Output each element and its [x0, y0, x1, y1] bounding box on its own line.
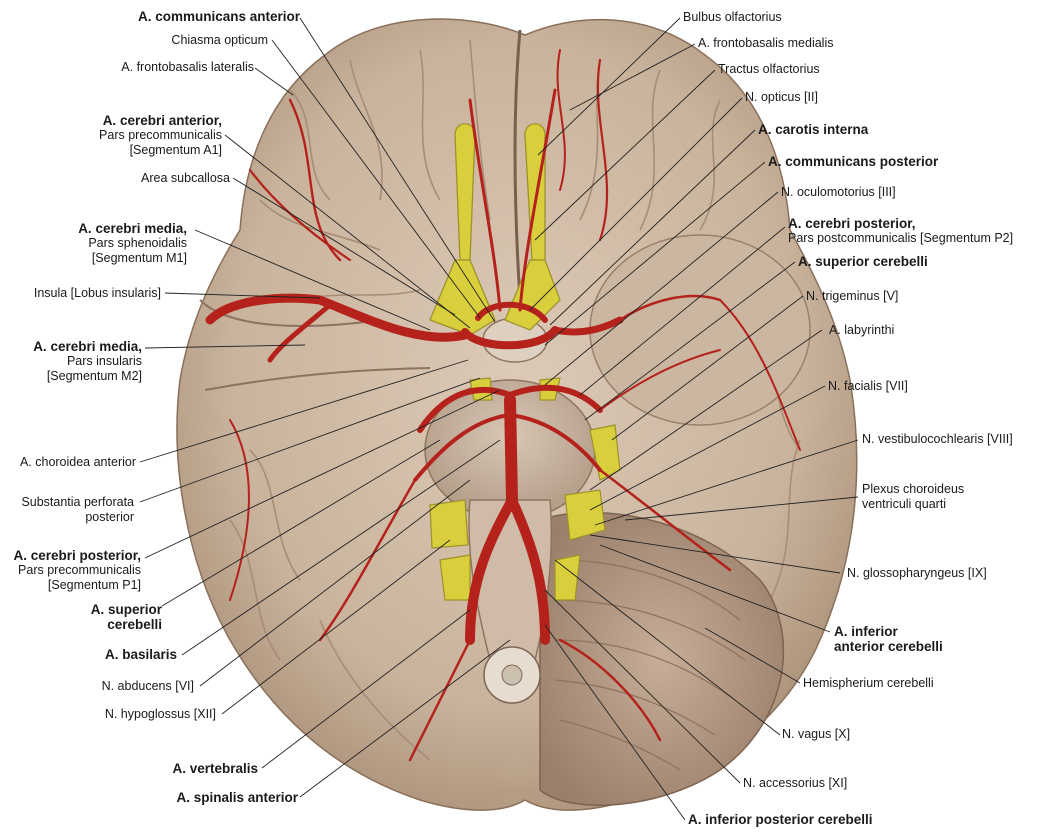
label-a-frontobasalis-lateralis: A. frontobasalis lateralis [121, 60, 254, 74]
longitudinal-fissure [513, 29, 522, 301]
label-substantia-perforata: Substantia perforata posterior [21, 495, 134, 524]
label-n-facialis: N. facialis [VII] [828, 379, 908, 393]
label-a-inferior-posterior-cerebelli: A. inferior posterior cerebelli [688, 812, 873, 827]
label-a-superior-cerebelli-right: A. superior cerebelli [798, 254, 928, 269]
arterial-network [205, 49, 801, 762]
label-n-hypoglossus: N. hypoglossus [XII] [104, 707, 216, 721]
label-a-communicans-posterior: A. communicans posterior [768, 154, 939, 169]
olfactory-tracts [429, 123, 561, 336]
label-area-subcallosa: Area subcallosa [141, 171, 230, 185]
label-a-choroidea-anterior: A. choroidea anterior [19, 455, 136, 469]
label-n-accessorius: N. accessorius [XI] [743, 776, 848, 790]
right-temporal-lobe [589, 234, 811, 426]
label-a-cerebri-media-insularis: A. cerebri media, Pars insularis [Segmen… [33, 339, 142, 383]
label-n-trigeminus: N. trigeminus [V] [806, 289, 899, 303]
label-a-inferior-anterior-cerebelli: A. inferior anterior cerebelli [834, 624, 943, 654]
label-chiasma-opticum: Chiasma opticum [171, 33, 268, 47]
cerebellar-folia [554, 559, 746, 771]
label-a-cerebri-posterior-p2: A. cerebri posterior, Pars postcommunica… [788, 216, 1014, 245]
label-a-cerebri-anterior: A. cerebri anterior, Pars precommunicali… [99, 113, 222, 157]
label-n-oculomotorius: N. oculomotorius [III] [781, 185, 896, 199]
label-a-cerebri-media-sphenoidalis: A. cerebri media, Pars sphenoidalis [Seg… [78, 221, 187, 265]
label-a-frontobasalis-medialis: A. frontobasalis medialis [698, 36, 834, 50]
label-bulbus-olfactorius: Bulbus olfactorius [683, 10, 782, 24]
label-plexus-choroideus: Plexus choroideus ventriculi quarti [862, 482, 965, 511]
leader-lines [139, 17, 859, 821]
label-a-cerebri-posterior-p1: A. cerebri posterior, Pars precommunical… [13, 548, 141, 592]
label-a-carotis-interna: A. carotis interna [758, 122, 869, 137]
label-a-spinalis-anterior: A. spinalis anterior [176, 790, 298, 805]
label-a-vertebralis: A. vertebralis [172, 761, 258, 776]
label-a-labyrinthi: A. labyrinthi [829, 323, 895, 337]
label-n-vagus: N. vagus [X] [782, 727, 851, 741]
label-a-basilaris: A. basilaris [104, 647, 177, 662]
label-a-superior-cerebelli-left: A. superior cerebelli [90, 602, 162, 632]
label-tractus-olfactorius: Tractus olfactorius [718, 62, 820, 76]
label-hemispherium-cerebelli: Hemispherium cerebelli [803, 676, 934, 690]
label-n-abducens: N. abducens [VI] [101, 679, 194, 693]
label-a-communicans-anterior: A. communicans anterior [137, 9, 300, 24]
label-n-glossopharyngeus: N. glossopharyngeus [IX] [847, 566, 987, 580]
label-n-vestibulocochlearis: N. vestibulocochlearis [VIII] [862, 432, 1013, 446]
label-insula: Insula [Lobus insularis] [33, 286, 161, 300]
label-n-opticus: N. opticus [II] [745, 90, 818, 104]
